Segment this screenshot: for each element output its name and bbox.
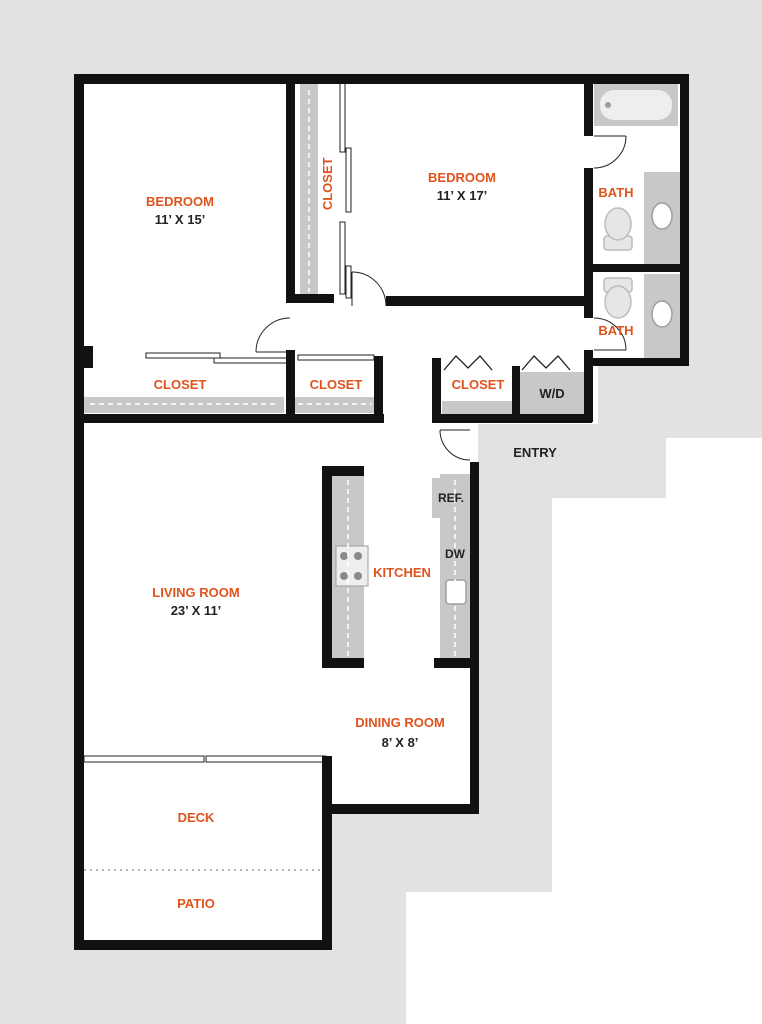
toilet-1 xyxy=(603,207,633,251)
door-swings xyxy=(255,135,627,461)
washer-dryer-label: W/D xyxy=(539,386,565,401)
toilet-2 xyxy=(603,277,633,319)
entry-closet-shelf xyxy=(442,401,516,415)
sinks xyxy=(445,202,673,605)
hall-closet-label: CLOSET xyxy=(309,377,363,392)
refrigerator-label: REF. xyxy=(437,491,464,505)
entry-closet-label: CLOSET xyxy=(451,377,505,392)
bath-1-label: BATH xyxy=(598,185,634,200)
bedroom1-closet-shelf xyxy=(84,397,284,413)
living-room-label: LIVING ROOM xyxy=(152,585,240,600)
dishwasher-label: DW xyxy=(445,547,465,561)
bedroom-1-dimensions: 11’ X 15’ xyxy=(154,212,206,227)
washer-dryer xyxy=(520,372,584,414)
entry-label: ENTRY xyxy=(513,445,557,460)
bedroom-1-label: BEDROOM xyxy=(146,194,214,209)
refrigerator xyxy=(432,478,470,518)
bathtub xyxy=(594,84,678,126)
stove xyxy=(335,545,369,587)
dining-room-dimensions: 8’ X 8’ xyxy=(381,735,419,750)
dining-room-label: DINING ROOM xyxy=(355,715,445,730)
bedroom-2-dimensions: 11’ X 17’ xyxy=(436,188,488,203)
sliding-doors xyxy=(83,81,375,763)
living-room-dimensions: 23’ X 11’ xyxy=(170,603,222,618)
kitchen-label: KITCHEN xyxy=(373,565,431,580)
hall-closet-shelf xyxy=(292,397,376,413)
dashed-dividers xyxy=(90,90,456,656)
vertical-closet-label: CLOSET xyxy=(320,157,336,211)
bath-2-label: BATH xyxy=(598,323,634,338)
bifold-doors xyxy=(443,355,571,371)
patio-label: PATIO xyxy=(177,896,215,911)
walls xyxy=(74,74,689,950)
bedroom-2-label: BEDROOM xyxy=(428,170,496,185)
deck-label: DECK xyxy=(177,810,215,825)
bedroom-closet-label: CLOSET xyxy=(153,377,207,392)
